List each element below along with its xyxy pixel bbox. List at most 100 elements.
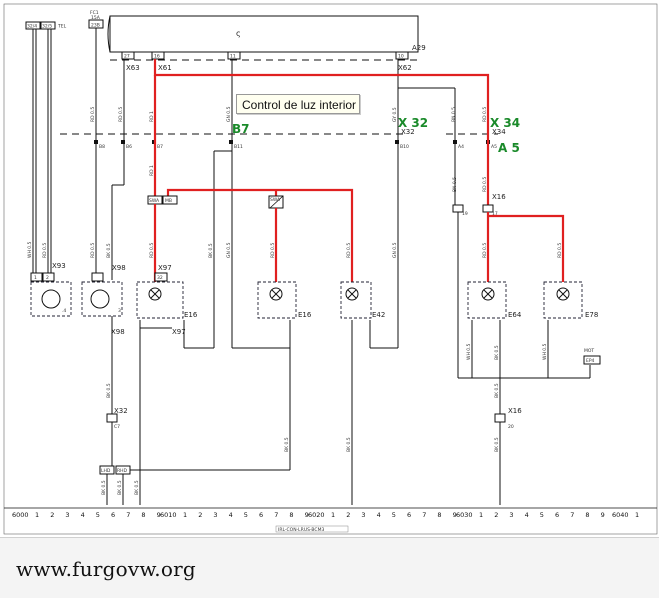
- scale-tick: 3: [509, 511, 513, 519]
- svg-text:10: 10: [398, 54, 404, 60]
- scale-tick: 1: [479, 511, 483, 519]
- scale-tick: 6: [407, 511, 411, 519]
- scale-tick: 4: [229, 511, 233, 519]
- scale-tick: 4: [377, 511, 381, 519]
- scale-group-start: 6030: [456, 511, 473, 519]
- svg-text:MOT: MOT: [584, 348, 594, 354]
- svg-text:1: 1: [34, 275, 37, 281]
- scale-tick: 2: [50, 511, 54, 519]
- svg-text:RD 0.5: RD 0.5: [118, 107, 124, 122]
- svg-text:BN 0.5: BN 0.5: [451, 107, 457, 122]
- e42-lamp: [340, 281, 372, 319]
- svg-text:20: 20: [508, 424, 514, 430]
- svg-text:32: 32: [157, 275, 163, 281]
- scale-group-start: 6040: [612, 511, 629, 519]
- svg-text:RHD: RHD: [117, 468, 128, 474]
- scale-tick: 3: [213, 511, 217, 519]
- svg-text:E16: E16: [298, 311, 312, 319]
- scale-tick: 1: [635, 511, 639, 519]
- svg-text:BK 0.5: BK 0.5: [494, 383, 500, 398]
- svg-text:27: 27: [124, 54, 130, 60]
- svg-text:BK 0.5: BK 0.5: [494, 437, 500, 452]
- svg-text:GY 0.5: GY 0.5: [392, 107, 398, 122]
- scale-tick: 6: [259, 511, 263, 519]
- svg-text:B10: B10: [400, 144, 409, 150]
- svg-text:MB: MB: [165, 198, 172, 204]
- scale-group-start: 6020: [308, 511, 325, 519]
- svg-text:SWA: SWA: [270, 197, 281, 203]
- svg-text:X98: X98: [112, 264, 126, 272]
- scale-tick: 3: [65, 511, 69, 519]
- scale-tick: 8: [289, 511, 293, 519]
- svg-text:32/4: 32/4: [27, 24, 37, 30]
- scale-tick: 2: [494, 511, 498, 519]
- svg-text:X61: X61: [158, 64, 172, 72]
- svg-text:RD 0.5: RD 0.5: [149, 243, 155, 258]
- svg-text:X97: X97: [158, 264, 172, 272]
- scale-tick: 1: [183, 511, 187, 519]
- scale-tick: 7: [570, 511, 574, 519]
- svg-text:X16: X16: [492, 193, 506, 201]
- svg-text:BK 0.5: BK 0.5: [346, 437, 352, 452]
- interior-light-callout: Control de luz interior: [236, 94, 360, 114]
- svg-text:BK 0.5: BK 0.5: [101, 480, 107, 495]
- scale-tick: 8: [141, 511, 145, 519]
- svg-text:E64: E64: [508, 311, 522, 319]
- svg-text:X98: X98: [111, 328, 125, 336]
- svg-text:RD 0.5: RD 0.5: [42, 243, 48, 258]
- sheet-ref: IRL-CON-LRUS-BCM3: [278, 527, 324, 533]
- svg-text:32/5: 32/5: [42, 24, 52, 30]
- svg-text:C7: C7: [114, 424, 120, 430]
- scale-tick: 4: [81, 511, 85, 519]
- scale-tick: 5: [540, 511, 544, 519]
- svg-text:X 34: X 34: [490, 116, 520, 130]
- svg-text:X32: X32: [401, 128, 415, 136]
- svg-text:TEL: TEL: [57, 24, 67, 30]
- svg-text:RD 0.5: RD 0.5: [557, 243, 563, 258]
- svg-text:17: 17: [492, 211, 498, 217]
- scale-tick: 2: [346, 511, 350, 519]
- scale-tick: 8: [585, 511, 589, 519]
- svg-text:RD 0.5: RD 0.5: [90, 107, 96, 122]
- svg-text:E42: E42: [372, 311, 385, 319]
- scale-tick: 7: [126, 511, 130, 519]
- svg-text:X97: X97: [172, 328, 186, 336]
- scale-tick: 1: [35, 511, 39, 519]
- scale-tick: 6: [555, 511, 559, 519]
- svg-text:GN 0.5: GN 0.5: [226, 106, 232, 122]
- svg-text:FC1: FC1: [90, 10, 99, 16]
- svg-text:X93: X93: [52, 262, 66, 270]
- svg-text:11: 11: [230, 54, 236, 60]
- svg-text:RD 0.5: RD 0.5: [482, 177, 488, 192]
- svg-text:A5: A5: [491, 144, 497, 150]
- svg-text:RD 0.5: RD 0.5: [90, 243, 96, 258]
- scale-tick: 9: [601, 511, 605, 519]
- scale-tick: 9: [305, 511, 309, 519]
- svg-text:X32: X32: [114, 407, 128, 415]
- scale-tick: 4: [525, 511, 529, 519]
- svg-text:16: 16: [154, 54, 160, 60]
- svg-text:RD 1: RD 1: [149, 111, 155, 122]
- scale-group-start: 6010: [160, 511, 177, 519]
- svg-text:15A: 15A: [91, 15, 101, 21]
- svg-text:RD 0.5: RD 0.5: [270, 243, 276, 258]
- svg-text:RD 1: RD 1: [149, 165, 155, 176]
- svg-text:X63: X63: [126, 64, 140, 72]
- scale-tick: 7: [274, 511, 278, 519]
- scale-tick: 5: [392, 511, 396, 519]
- x93-switch: [30, 281, 72, 317]
- scale-tick: 9: [157, 511, 161, 519]
- svg-text:EP4: EP4: [586, 358, 595, 364]
- scale-group-start: 6000: [12, 511, 29, 519]
- scale-tick: 3: [361, 511, 365, 519]
- svg-text:RD 0.5: RD 0.5: [482, 243, 488, 258]
- svg-text:B7: B7: [157, 144, 163, 150]
- svg-text:E78: E78: [585, 311, 598, 319]
- svg-text:RD 0.5: RD 0.5: [346, 243, 352, 258]
- svg-text:X34: X34: [492, 128, 506, 136]
- scale-tick: 7: [422, 511, 426, 519]
- svg-text:WH 0.5: WH 0.5: [466, 343, 472, 360]
- svg-text:SWA: SWA: [149, 198, 160, 204]
- e16-lamp-left: [136, 281, 184, 319]
